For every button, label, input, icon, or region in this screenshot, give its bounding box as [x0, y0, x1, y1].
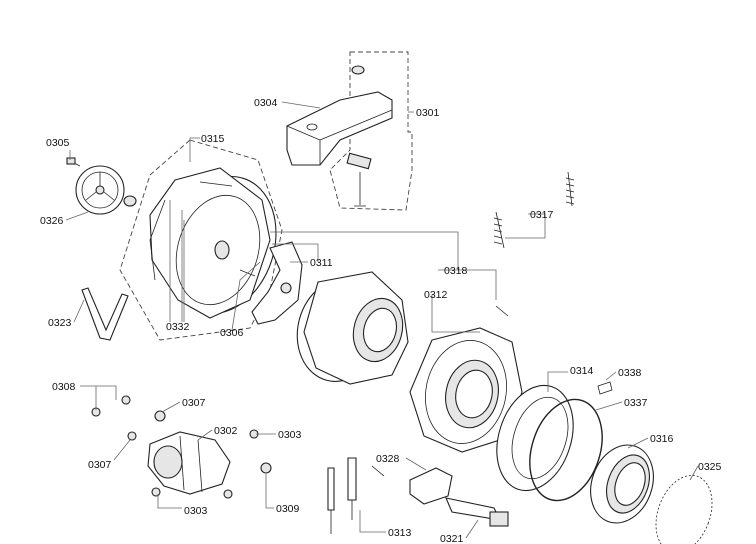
part-labels: 0305 0326 0323 0315 0304 0301 0317 0318 …	[40, 97, 722, 544]
label-0326: 0326	[40, 215, 64, 227]
label-0311: 0311	[310, 257, 333, 269]
label-0323: 0323	[48, 317, 72, 329]
drive-belt	[81, 287, 129, 341]
label-0338: 0338	[618, 367, 642, 379]
label-0313: 0313	[388, 527, 412, 539]
label-0304: 0304	[254, 97, 278, 109]
leader-lines	[65, 101, 699, 539]
clamp-ring	[529, 398, 603, 502]
label-0303-right: 0303	[278, 429, 302, 441]
label-0306: 0306	[220, 327, 244, 339]
front-tub	[409, 327, 523, 453]
pump	[409, 467, 453, 505]
motor	[147, 431, 231, 495]
springs	[493, 171, 575, 249]
label-0337: 0337	[624, 397, 648, 409]
label-0325: 0325	[698, 461, 722, 473]
label-0318: 0318	[444, 265, 468, 277]
label-0302: 0302	[214, 425, 238, 437]
label-0301: 0301	[416, 107, 440, 119]
label-0308: 0308	[52, 381, 76, 393]
label-0307-bottom: 0307	[88, 459, 112, 471]
label-0332: 0332	[166, 321, 190, 333]
label-0316: 0316	[650, 433, 674, 445]
heater	[445, 497, 509, 527]
door-seal	[590, 444, 654, 524]
fasteners	[91, 305, 509, 499]
tub-ring	[496, 384, 574, 492]
label-0307-top: 0307	[182, 397, 206, 409]
drum-pulley	[66, 157, 125, 215]
small-clip	[597, 381, 613, 395]
counterweight-group	[286, 51, 413, 211]
drum	[296, 271, 409, 385]
label-0303-bottom: 0303	[184, 505, 208, 517]
label-0317: 0317	[530, 209, 554, 221]
outer-clamp	[655, 474, 713, 544]
label-0312: 0312	[424, 289, 448, 301]
label-0314: 0314	[570, 365, 594, 377]
label-0305: 0305	[46, 137, 70, 149]
label-0328: 0328	[376, 453, 400, 465]
drum-spider	[251, 241, 303, 325]
label-0309: 0309	[276, 503, 300, 515]
dampers	[327, 457, 385, 534]
label-0321: 0321	[440, 533, 464, 544]
label-0315: 0315	[201, 133, 225, 145]
